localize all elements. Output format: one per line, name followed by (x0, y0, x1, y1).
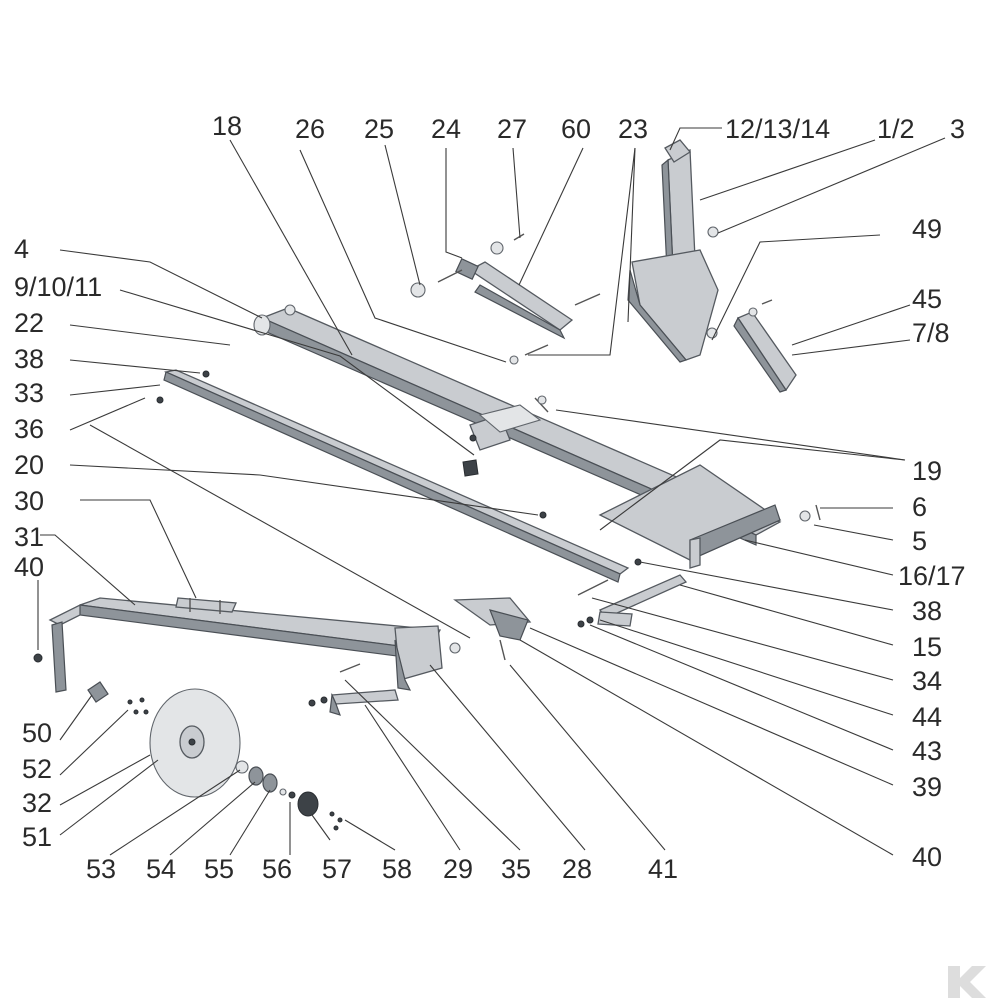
hub-parts (87, 663, 399, 716)
lower-frame (33, 597, 443, 693)
callout-39: 39 (912, 772, 942, 802)
callout-51: 51 (22, 822, 52, 852)
callout-56: 56 (262, 854, 292, 884)
callout-45: 45 (912, 284, 942, 314)
callout-40-left: 40 (14, 552, 44, 582)
callout-labels: 18 26 25 24 27 60 23 12/13/14 1/2 3 49 4… (14, 111, 966, 884)
callout-4: 4 (14, 234, 29, 264)
callout-12-13-14: 12/13/14 (725, 114, 830, 144)
callout-38-right: 38 (912, 596, 942, 626)
callout-40-right: 40 (912, 842, 942, 872)
callout-50: 50 (22, 718, 52, 748)
callout-29: 29 (443, 854, 473, 884)
callout-32: 32 (22, 788, 52, 818)
callout-53: 53 (86, 854, 116, 884)
callout-33: 33 (14, 378, 44, 408)
callout-55: 55 (204, 854, 234, 884)
callout-26: 26 (295, 114, 325, 144)
callout-23: 23 (618, 114, 648, 144)
callout-34: 34 (912, 666, 942, 696)
mast-bracket (627, 139, 719, 363)
k-logo-icon (948, 966, 986, 998)
callout-31: 31 (14, 522, 44, 552)
leader-lines (37, 127, 946, 856)
hydraulic-cylinder (410, 233, 601, 365)
callout-28: 28 (562, 854, 592, 884)
arm-7-8 (733, 299, 797, 393)
callout-3: 3 (950, 114, 965, 144)
callout-58: 58 (382, 854, 412, 884)
callout-60: 60 (561, 114, 591, 144)
callout-41: 41 (648, 854, 678, 884)
callout-36: 36 (14, 414, 44, 444)
callout-57: 57 (322, 854, 352, 884)
callout-52: 52 (22, 754, 52, 784)
lower-rail (163, 369, 630, 583)
callout-9-10-11: 9/10/11 (14, 272, 102, 302)
callout-54: 54 (146, 854, 176, 884)
callout-1-2: 1/2 (877, 114, 915, 144)
callout-6: 6 (912, 492, 927, 522)
callout-30: 30 (14, 486, 44, 516)
callout-15: 15 (912, 632, 942, 662)
coulter-arm (449, 597, 532, 661)
callout-44: 44 (912, 702, 942, 732)
callout-22: 22 (14, 308, 44, 338)
callout-20: 20 (14, 450, 44, 480)
callout-18: 18 (212, 111, 242, 141)
rear-frame (469, 404, 782, 569)
small-hardware (156, 370, 821, 566)
parts-drawing (33, 139, 821, 831)
callout-24: 24 (431, 114, 461, 144)
callout-43: 43 (912, 736, 942, 766)
callout-49: 49 (912, 214, 942, 244)
callout-7-8: 7/8 (912, 318, 950, 348)
callout-25: 25 (364, 114, 394, 144)
callout-35: 35 (501, 854, 531, 884)
callout-38: 38 (14, 344, 44, 374)
callout-27: 27 (497, 114, 527, 144)
callout-5: 5 (912, 526, 927, 556)
coulter-disc (149, 688, 241, 798)
callout-16-17: 16/17 (898, 561, 966, 591)
callout-19: 19 (912, 456, 942, 486)
